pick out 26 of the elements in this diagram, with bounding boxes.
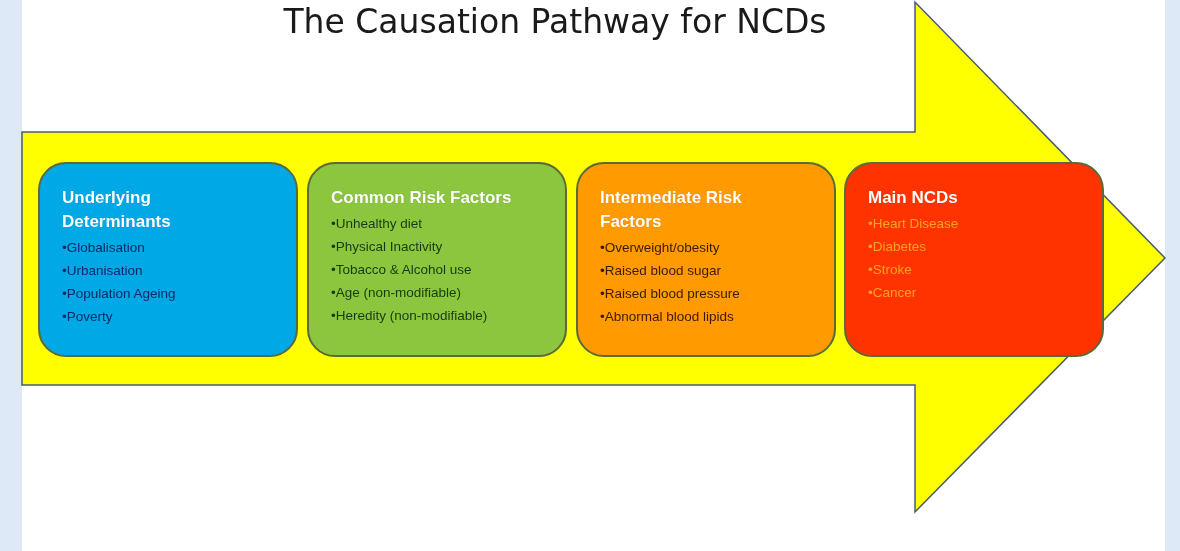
diagram-title: The Causation Pathway for NCDs xyxy=(282,2,828,41)
bullet-item: •Heart Disease xyxy=(868,215,960,233)
bullet-item: •Overweight/obesity xyxy=(600,239,721,257)
bullet-item: •Globalisation xyxy=(62,239,146,257)
box-heading: Common Risk Factors xyxy=(331,187,513,209)
bullet-item: •Diabetes xyxy=(868,238,927,256)
bullet-item: •Abnormal blood lipids xyxy=(600,308,735,326)
bullet-item: •Stroke xyxy=(868,261,913,279)
bullet-item: •Population Ageing xyxy=(62,285,177,303)
bullet-item: •Urbanisation xyxy=(62,262,144,280)
category-box xyxy=(576,162,836,357)
bullet-item: •Unhealthy diet xyxy=(331,215,424,233)
bullet-item: •Tobacco & Alcohol use xyxy=(331,261,473,279)
bullet-item: •Physical Inactivity xyxy=(331,238,444,256)
bullet-item: •Age (non-modifiable) xyxy=(331,284,463,302)
box-heading: Intermediate Risk Factors xyxy=(600,187,743,233)
box-heading: Underlying Determinants xyxy=(62,187,172,233)
bullet-item: •Raised blood sugar xyxy=(600,262,723,280)
bullet-item: •Cancer xyxy=(868,284,918,302)
bullet-item: •Heredity (non-modifiable) xyxy=(331,307,489,325)
bullet-item: •Raised blood pressure xyxy=(600,285,741,303)
category-box xyxy=(844,162,1104,357)
category-box xyxy=(38,162,298,357)
box-heading: Main NCDs xyxy=(868,187,959,209)
category-box xyxy=(307,162,567,357)
bullet-item: •Poverty xyxy=(62,308,114,326)
